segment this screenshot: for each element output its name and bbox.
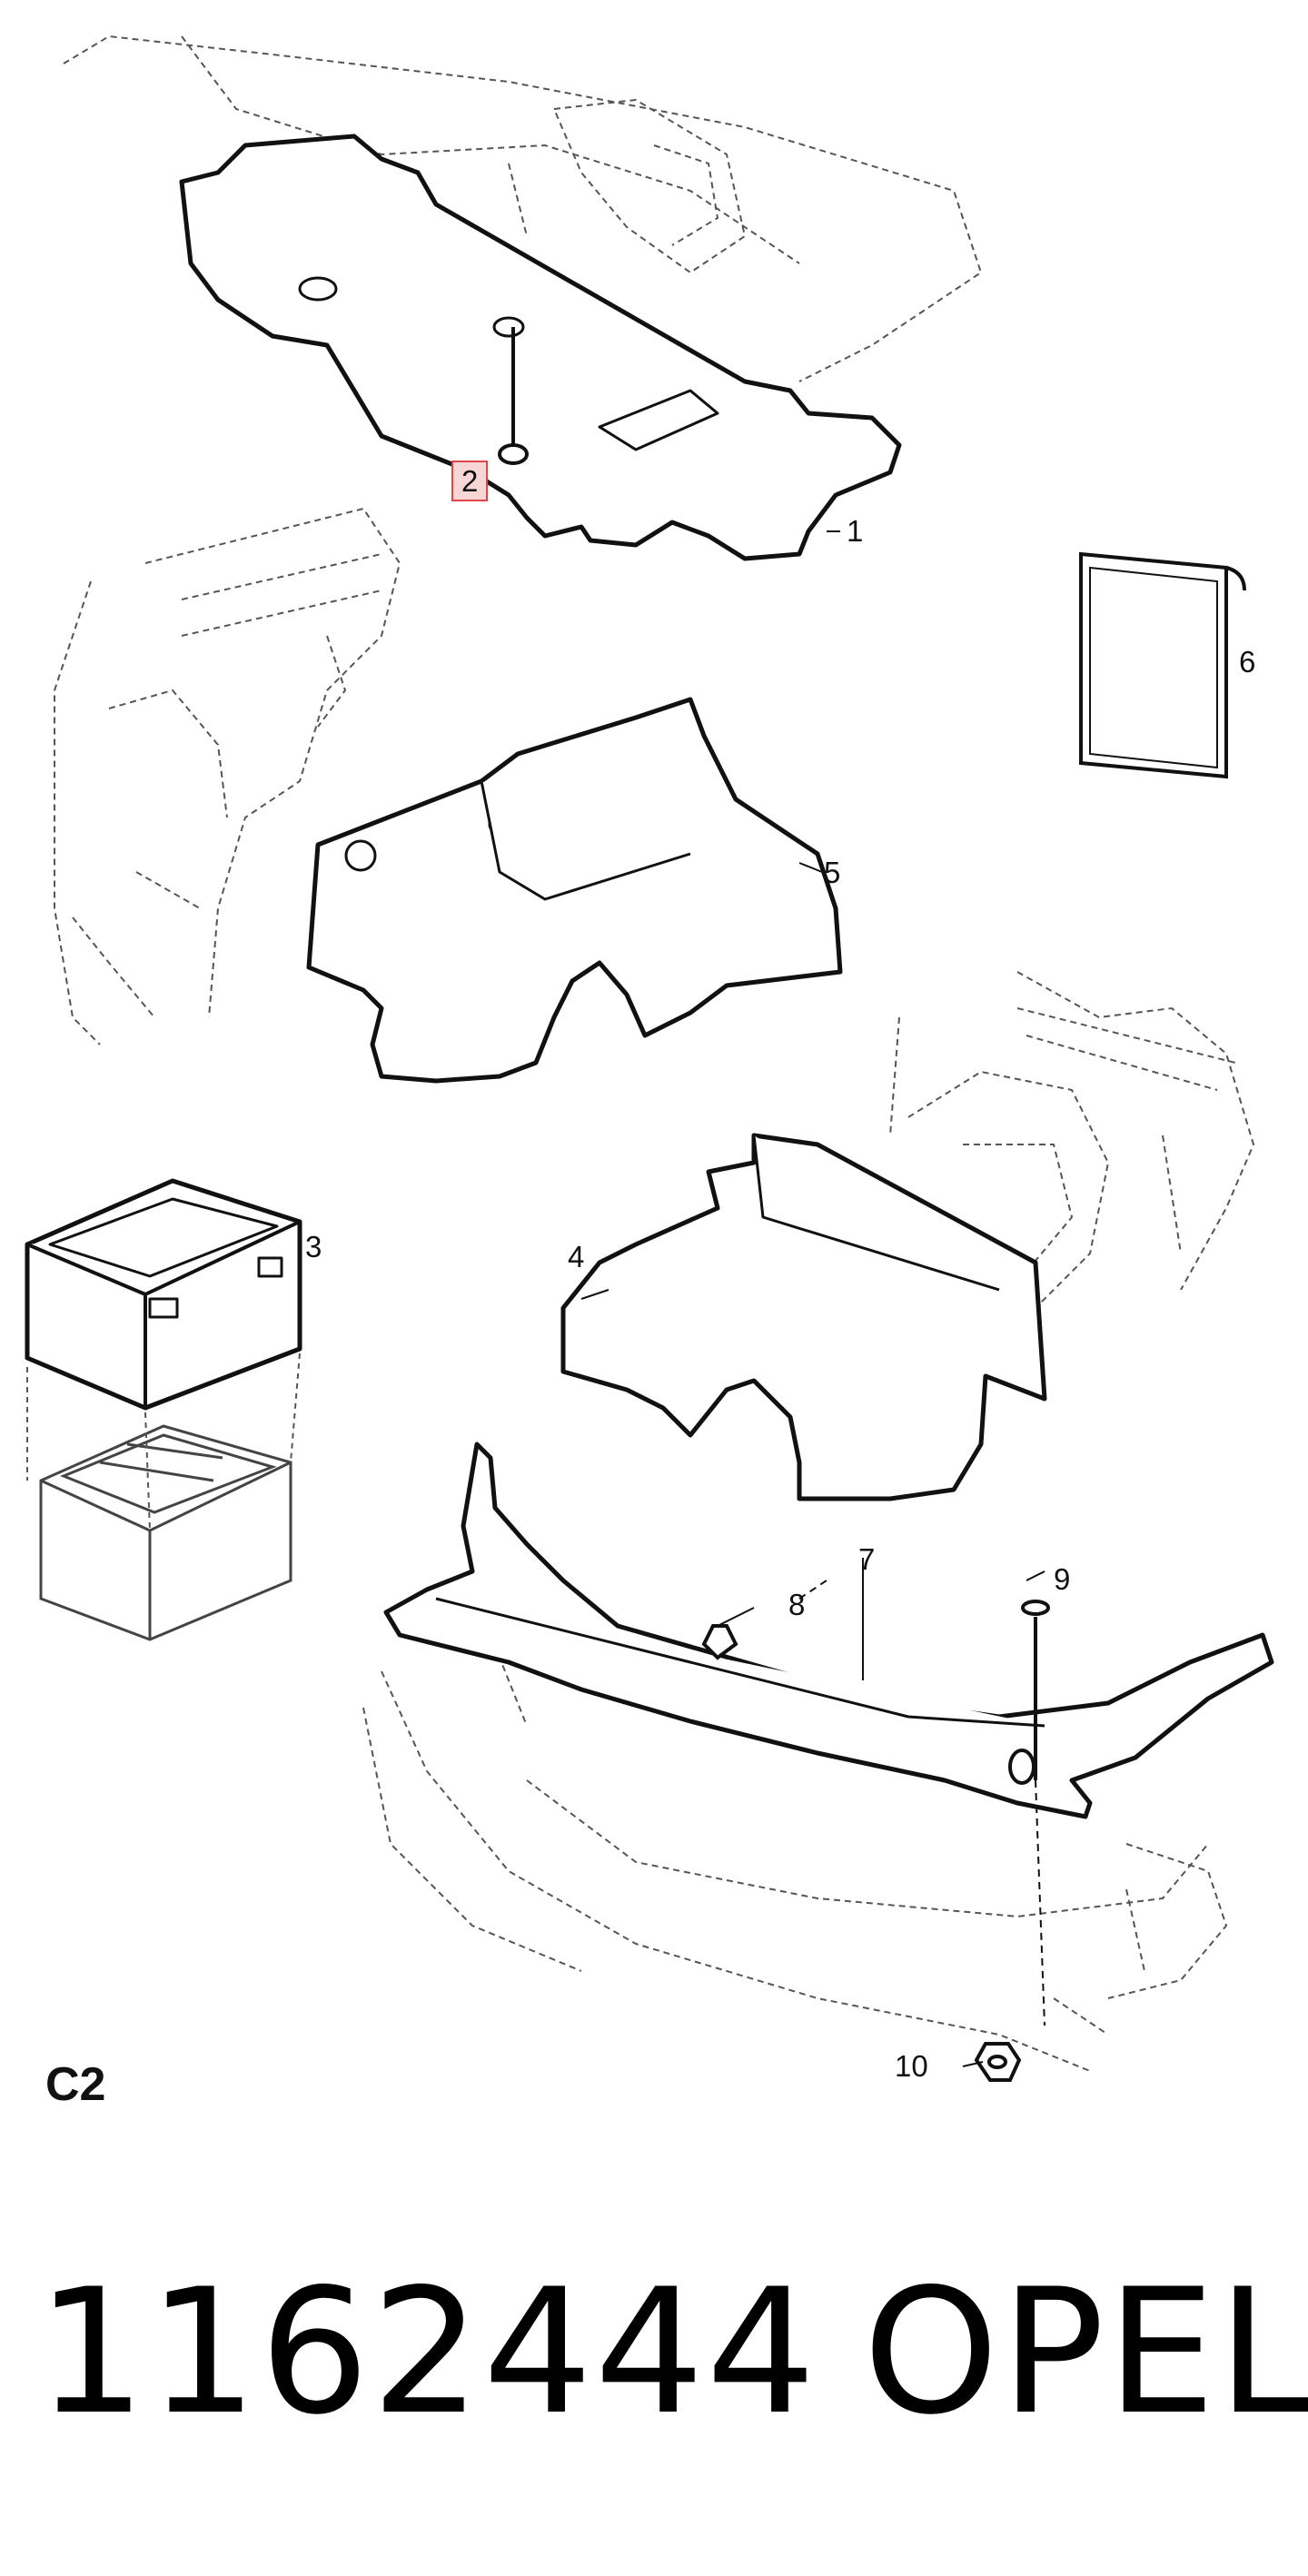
callout-7: 7: [858, 1542, 876, 1576]
part-number: 1162444: [36, 2252, 818, 2452]
part-4-wheelarch-trim: [560, 1133, 1047, 1501]
part-9-screw: [1008, 1600, 1050, 2026]
callout-8: 8: [788, 1588, 806, 1621]
callout-3: 3: [305, 1230, 322, 1263]
exploded-parts-diagram: [25, 35, 1274, 2082]
part-3-storage-box: [25, 1178, 302, 1411]
callout-2-highlighted: 2: [451, 461, 489, 501]
part-8-clip: [701, 1624, 738, 1660]
part-1-shelf-trim: [179, 134, 902, 561]
part-7-crossmember-trim: [383, 1442, 1274, 1819]
part-3-installed-view: [26, 1352, 301, 1641]
part-2-clip: [498, 327, 529, 465]
callout-6: 6: [1239, 645, 1256, 679]
part-6-panel: [1079, 551, 1246, 779]
brand-name: OPEL: [863, 2252, 1308, 2452]
part-5-wheelarch-trim: [306, 697, 843, 1084]
section-code: C2: [45, 2058, 106, 2111]
part-10-nut: [974, 2042, 1022, 2082]
callout-4: 4: [568, 1240, 585, 1273]
callout-5: 5: [824, 856, 841, 889]
callout-9: 9: [1054, 1562, 1071, 1596]
callout-10: 10: [895, 2049, 928, 2083]
callout-1: 1: [847, 514, 864, 548]
leader-lines: [580, 530, 1045, 2067]
